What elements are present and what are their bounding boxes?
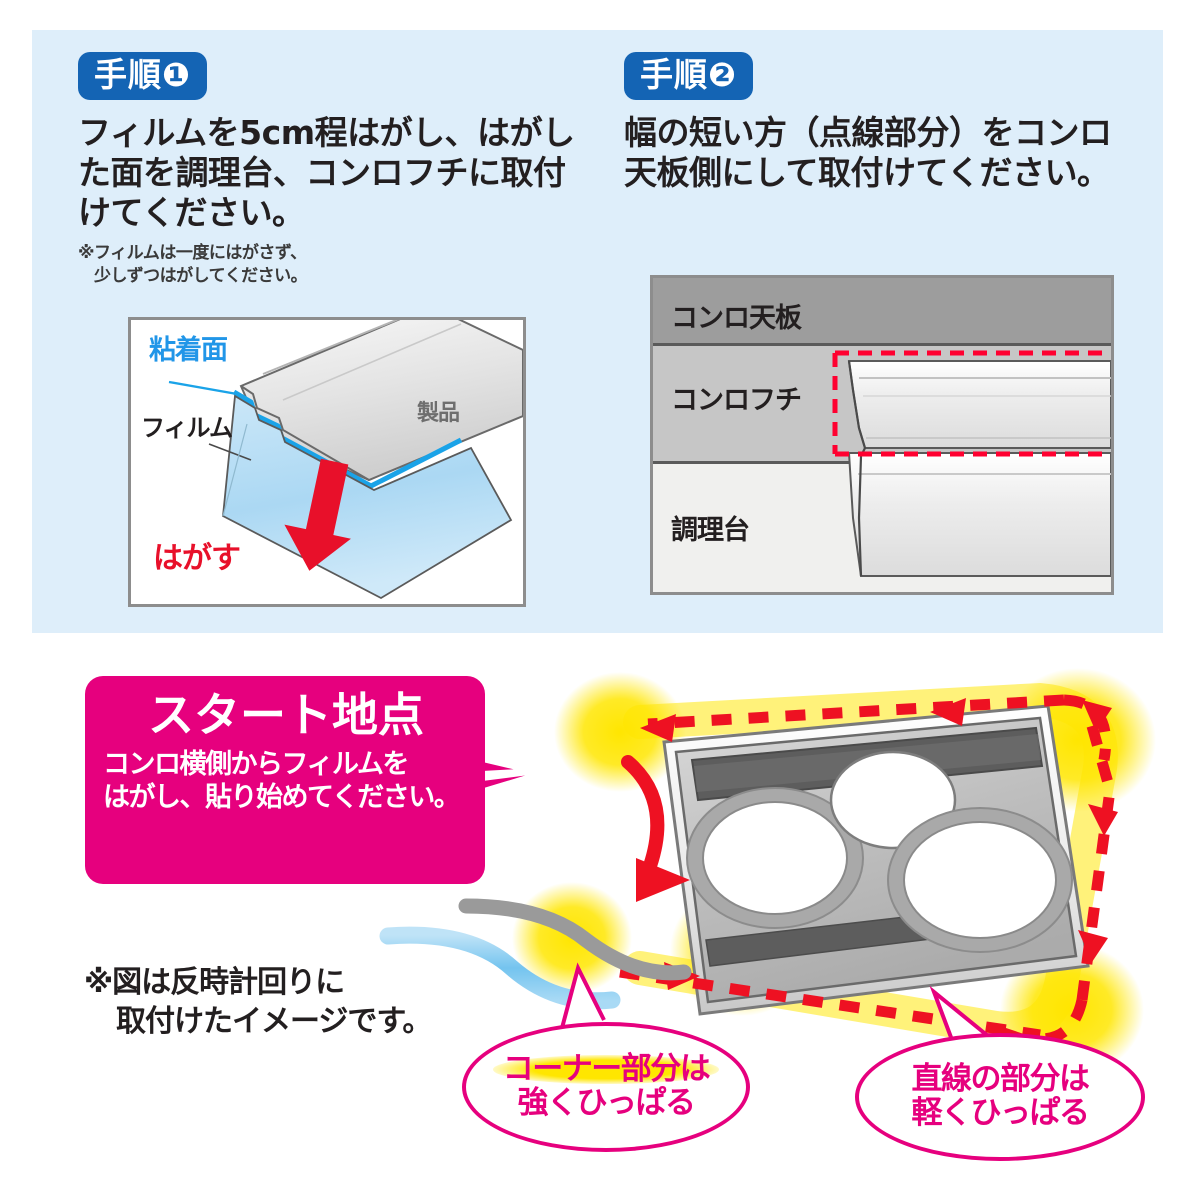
peeled-film-strip <box>379 898 692 1010</box>
callout-corner-line-2: 強くひっぱる <box>517 1085 697 1122</box>
stove-grille <box>690 726 1044 802</box>
callout-corner-line-1: コーナー部分は <box>492 1050 719 1087</box>
path-arrowheads <box>640 698 1118 1052</box>
burner-left <box>686 787 864 929</box>
start-callout-title: スタート地点 <box>148 688 424 742</box>
burner-right <box>887 807 1073 953</box>
callout-straight-line-2: 軽くひっぱる <box>911 1095 1091 1132</box>
step-2-body-text: 幅の短い方（点線部分）をコンロ天板側にして取付けてください。 <box>624 112 1112 192</box>
step-2-badge: 手順❷ <box>624 52 753 100</box>
step-1-note-line-2: 少しずつはがしてください。 <box>94 265 308 286</box>
label-peel-off: はがす <box>153 541 241 576</box>
step-1-column: 手順❶ フィルムを5cm程はがし、はがした面を調理台、コンロフチに取付けてくださ… <box>78 30 578 607</box>
start-callout-sub-line-2: はがし、貼り始めてください。 <box>103 781 461 813</box>
burner-rear <box>829 750 957 850</box>
start-callout-sub-line-1: コンロ横側からフィルムを <box>103 748 409 780</box>
step-1-note-line-1: ※フィルムは一度にはがさず、 <box>78 243 307 264</box>
stove-cooktop <box>662 704 1090 1016</box>
step-2-column: 手順❷ 幅の短い方（点線部分）をコンロ天板側にして取付けてください。 <box>624 30 1124 595</box>
bottom-note-line-2: 取付けたイメージです。 <box>116 1004 432 1039</box>
peel-arrow <box>284 458 351 571</box>
label-band-cooktop-edge: コンロフチ <box>671 385 802 416</box>
adhesive-leader <box>168 380 238 396</box>
product-edge <box>240 385 370 481</box>
callout-straight: 直線の部分は 軽くひっぱる <box>855 1033 1145 1161</box>
corner-glows <box>512 668 1156 1076</box>
backing-strip <box>458 898 692 981</box>
stove-front-bar <box>705 905 1005 967</box>
dashed-path-corners <box>1025 694 1112 1045</box>
step-1-badge: 手順❶ <box>78 52 207 100</box>
film-sheet <box>222 394 513 600</box>
step-1-body-text: フィルムを5cm程はがし、はがした面を調理台、コンロフチに取付けてください。 <box>78 112 575 233</box>
label-band-cooktop: コンロ天板 <box>671 303 802 334</box>
trim-upper <box>847 360 1111 449</box>
band-cooktop <box>653 278 1111 346</box>
label-band-counter: 調理台 <box>671 515 750 546</box>
start-callout: スタート地点 コンロ横側からフィルムを はがし、貼り始めてください。 <box>85 676 485 884</box>
trim-lower <box>847 452 1111 577</box>
steps-panel: 手順❶ フィルムを5cm程はがし、はがした面を調理台、コンロフチに取付けてくださ… <box>32 30 1163 633</box>
callout-straight-line-1: 直線の部分は <box>911 1060 1091 1097</box>
step-2-illustration: コンロ天板 コンロフチ 調理台 <box>650 275 1114 595</box>
start-corner-arrow <box>621 755 690 902</box>
dashed-travel-path <box>619 694 1116 1041</box>
callout-corner: コーナー部分は 強くひっぱる <box>462 1022 750 1152</box>
label-product: 製品 <box>417 401 460 426</box>
label-film: フィルム <box>141 414 233 442</box>
bottom-note: ※図は反時計回りに 取付けたイメージです。 <box>84 963 432 1041</box>
label-adhesive-surface: 粘着面 <box>149 335 228 366</box>
adhesive-line <box>232 389 463 489</box>
path-glow <box>623 682 1118 1046</box>
bottom-note-line-1: ※図は反時計回りに <box>84 965 345 1000</box>
step-1-illustration: 粘着面 フィルム 製品 はがす <box>128 317 526 607</box>
peel-film-drawing <box>168 320 523 600</box>
cross-section-drawing <box>832 350 1111 577</box>
trim-lip <box>847 360 867 577</box>
step-1-note: ※フィルムは一度にはがさず、 少しずつはがしてください。 <box>78 242 578 287</box>
